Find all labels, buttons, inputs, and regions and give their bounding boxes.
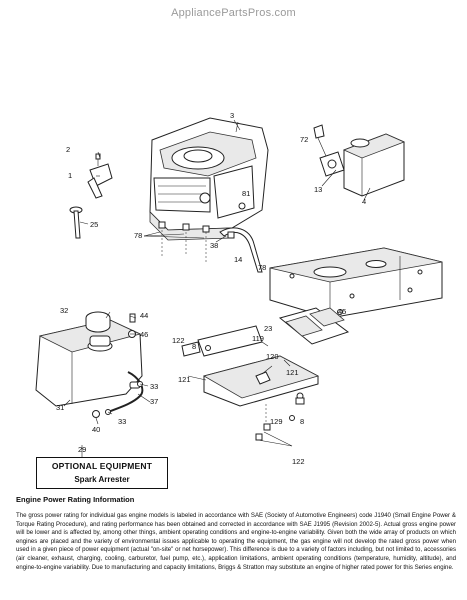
tank-support-pan[interactable] — [202, 355, 320, 407]
heat-shield[interactable] — [278, 307, 350, 345]
fuel-tank[interactable] — [35, 319, 143, 407]
engine-power-rating-text: The gross power rating for individual ga… — [16, 512, 456, 571]
callout-37: 37 — [150, 397, 158, 406]
callout-labels: 3 72 2 1 13 4 81 25 78 38 14 78 32 44 46… — [56, 111, 366, 466]
callout-38: 38 — [210, 241, 218, 250]
callout-14: 14 — [234, 255, 242, 264]
callout-119: 119 — [252, 334, 264, 343]
callout-1: 1 — [68, 171, 72, 180]
callout-8: 8 — [192, 342, 196, 351]
callout-122: 122 — [292, 457, 305, 466]
callout-33: 33 — [150, 382, 158, 391]
optional-equipment-box: OPTIONAL EQUIPMENT Spark Arrester — [36, 457, 168, 489]
callout-3: 3 — [230, 111, 234, 120]
callout-44: 44 — [140, 311, 148, 320]
engine-assembly[interactable] — [149, 117, 269, 241]
callout-45: 45 — [338, 307, 346, 316]
optional-equipment-title: OPTIONAL EQUIPMENT — [51, 461, 153, 471]
engine-power-rating-title: Engine Power Rating Information — [16, 495, 135, 504]
tractor-frame — [269, 247, 443, 319]
callout-129: 129 — [270, 417, 283, 426]
callout-31: 31 — [56, 403, 64, 412]
leader-lines — [63, 119, 371, 457]
callout-40: 40 — [92, 425, 100, 434]
callout-2: 2 — [66, 145, 70, 154]
callout-122: 122 — [172, 336, 185, 345]
bracket-screws[interactable] — [255, 404, 295, 441]
callout-13: 13 — [314, 185, 322, 194]
callout-81: 81 — [242, 189, 250, 198]
callout-72: 72 — [300, 135, 308, 144]
callout-23: 23 — [264, 324, 272, 333]
dipstick[interactable] — [69, 206, 83, 239]
engine-mounting-hardware[interactable] — [158, 202, 263, 273]
callout-78: 78 — [258, 263, 266, 272]
callout-8: 8 — [300, 417, 304, 426]
callout-46: 46 — [140, 330, 148, 339]
callout-121: 121 — [178, 375, 191, 384]
callout-121: 121 — [286, 368, 299, 377]
callout-32: 32 — [60, 306, 68, 315]
callout-4: 4 — [362, 197, 366, 206]
muffler[interactable] — [313, 124, 406, 197]
callout-120: 120 — [266, 352, 279, 361]
spark-arrester-label: Spark Arrester — [74, 475, 130, 484]
fuel-cap[interactable] — [85, 311, 111, 333]
callout-78: 78 — [134, 231, 142, 240]
callout-29: 29 — [78, 445, 86, 454]
tank-bracket[interactable] — [181, 325, 263, 357]
site-watermark: AppliancePartsPros.com — [171, 7, 296, 19]
throttle-control[interactable] — [87, 153, 113, 199]
callout-33: 33 — [118, 417, 126, 426]
callout-25: 25 — [90, 220, 98, 229]
